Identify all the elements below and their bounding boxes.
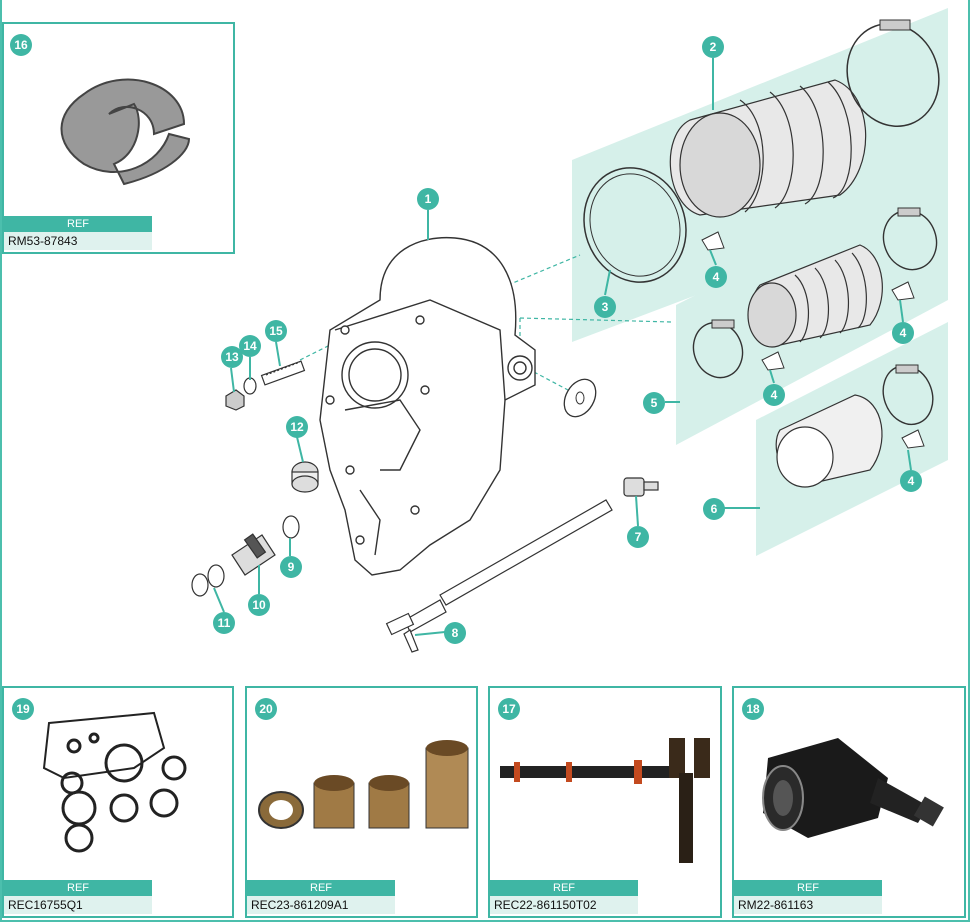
callout-8: 8 — [444, 622, 466, 644]
o-ring-kit-image — [42, 711, 187, 853]
callout-2: 2 — [702, 36, 724, 58]
grease-fitting — [623, 477, 659, 497]
shift-shaft — [385, 499, 613, 653]
ref-label: REF — [490, 880, 638, 896]
ref-value: REC23-861209A1 — [247, 896, 395, 914]
callout-12: 12 — [286, 416, 308, 438]
o-ring-9 — [282, 515, 300, 539]
ref-value: RM22-861163 — [734, 896, 882, 914]
inset-16: 16 REF RM53-87843 — [2, 22, 235, 254]
gimbal-housing — [319, 236, 536, 576]
callout-10: 10 — [248, 594, 270, 616]
callout-15: 15 — [265, 320, 287, 342]
callout-1: 1 — [417, 188, 439, 210]
o-ring-11b — [191, 573, 209, 597]
callout-9: 9 — [280, 556, 302, 578]
callout-4: 4 — [763, 384, 785, 406]
ref-label: REF — [4, 216, 152, 232]
bushing-set-image — [258, 740, 469, 829]
callout-13: 13 — [221, 346, 243, 368]
inset-18: 18 REF RM22-861163 — [732, 686, 966, 918]
small-bellows-clamp-left — [692, 321, 744, 379]
inset-18-number: 18 — [742, 698, 764, 720]
ref-label: REF — [734, 880, 882, 896]
callout-4: 4 — [892, 322, 914, 344]
o-ring-11a — [207, 564, 225, 588]
inset-17: 17 REF REC22-861150T02 — [488, 686, 722, 918]
hex-nut — [225, 389, 245, 411]
ref-value: REC16755Q1 — [4, 896, 152, 914]
callout-14: 14 — [239, 335, 261, 357]
large-bellows-clamp — [846, 23, 940, 127]
callout-6: 6 — [703, 498, 725, 520]
callout-11: 11 — [213, 612, 235, 634]
ref-label: REF — [247, 880, 395, 896]
callout-3: 3 — [594, 296, 616, 318]
e-clip-image — [60, 78, 191, 186]
inset-19: 19 REF REC16755Q1 — [2, 686, 234, 918]
inset-17-number: 17 — [498, 698, 520, 720]
small-washer — [243, 377, 257, 395]
fuel-connector-image — [762, 738, 944, 838]
drain-plug — [291, 461, 319, 493]
stud — [260, 360, 306, 386]
ref-value: REC22-861150T02 — [490, 896, 638, 914]
inset-19-number: 19 — [12, 698, 34, 720]
shift-shaft-image — [500, 738, 710, 863]
callout-4: 4 — [900, 470, 922, 492]
callout-4: 4 — [705, 266, 727, 288]
inset-16-number: 16 — [10, 34, 32, 56]
inset-20-number: 20 — [255, 698, 277, 720]
small-bellows — [747, 244, 883, 348]
inset-20: 20 REF REC23-861209A1 — [245, 686, 478, 918]
callout-5: 5 — [643, 392, 665, 414]
callout-7: 7 — [627, 526, 649, 548]
large-bellows — [669, 79, 867, 218]
ref-label: REF — [4, 880, 152, 896]
ref-value: RM53-87843 — [4, 232, 152, 250]
exhaust-ring — [583, 167, 687, 283]
exhaust-tube — [775, 394, 883, 488]
